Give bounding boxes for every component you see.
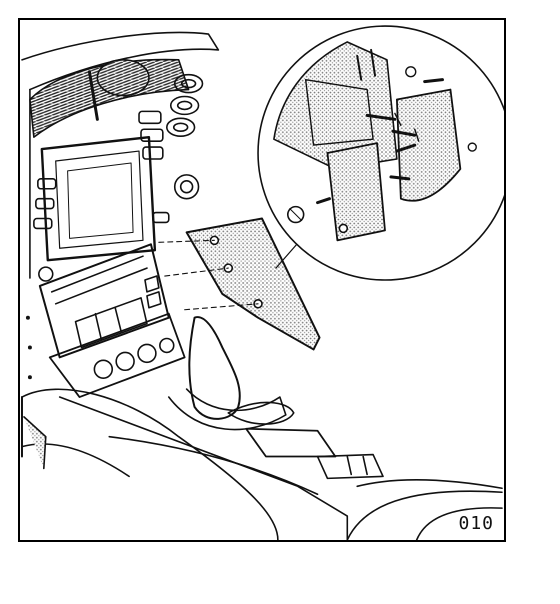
radio-unit [38,243,170,359]
trim-clip [286,205,305,224]
figure-number: 010 [458,513,494,534]
fastener-screws [316,66,477,205]
console-side-trim-panel [185,217,321,351]
climate-control-panel [48,312,186,398]
dashboard-upper-trim [21,31,220,279]
detail-inset-circle [257,25,504,281]
diagram-frame: 010 [18,18,506,542]
dashboard-side-buttons [33,73,204,282]
center-display-unit [40,135,157,262]
right-seat [346,490,503,540]
dashboard-rivets [25,315,32,380]
left-seat [20,388,279,540]
gear-shifter [167,316,287,431]
removal-direction-lines [158,239,259,311]
air-vent-grille [29,58,190,138]
console-panel-removal-illustration [20,25,504,540]
